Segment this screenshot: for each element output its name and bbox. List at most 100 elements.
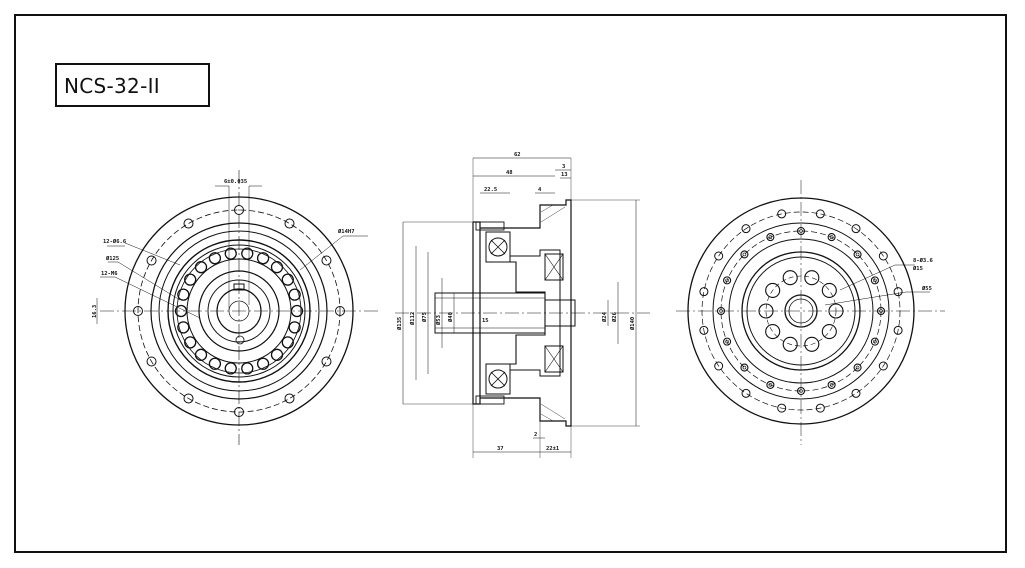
bolt-hole [796, 226, 806, 236]
roller [241, 247, 254, 260]
bolt-hole [133, 306, 143, 316]
bolt-core [829, 235, 834, 239]
center-hole [828, 303, 844, 319]
front-callout-a: 12-Ø6.6 [103, 238, 127, 245]
bolt-hole [853, 363, 862, 372]
bolt-hole [741, 224, 751, 234]
bolt-hole [699, 287, 709, 297]
bolt-hole [851, 388, 861, 398]
center-hole [758, 303, 774, 319]
roller [256, 252, 270, 265]
side-dia-outer: Ø135 [396, 317, 403, 331]
bolt-hole [321, 356, 332, 367]
back-view [676, 180, 945, 445]
back-callout-b: Ø15 [912, 265, 923, 272]
bolt-hole [740, 363, 749, 372]
bolt-hole [740, 250, 749, 259]
roller [174, 304, 188, 318]
bolt-hole [321, 255, 332, 266]
roller [281, 273, 294, 286]
side-len-48: 48 [506, 170, 513, 176]
back-callout-c: Ø55 [921, 285, 932, 292]
center-hole [821, 282, 837, 298]
roller [288, 321, 301, 334]
roller [256, 357, 270, 370]
bolt-core [799, 229, 803, 233]
model-title: NCS-32-II [64, 74, 161, 98]
bolt-hole [741, 388, 751, 398]
back-callout-a: 8-Ø3.6 [913, 257, 934, 264]
side-dia-53: Ø53 [435, 315, 442, 326]
side-dia-15: 15 [482, 318, 489, 324]
bolt-hole [183, 393, 194, 404]
side-len-37: 37 [497, 446, 504, 452]
title-box: NCS-32-II [55, 63, 210, 107]
bolt-hole [146, 255, 157, 266]
bolt-hole [714, 361, 724, 371]
side-len-13: 13 [561, 172, 568, 178]
roller [224, 247, 237, 260]
roller [184, 273, 197, 286]
side-len-2: 2 [534, 432, 537, 438]
drawing-frame [14, 14, 1007, 553]
roller [208, 357, 222, 370]
roller [177, 288, 190, 301]
bolt-hole [723, 276, 732, 285]
side-dia-40: Ø40 [447, 312, 454, 323]
bolt-core [799, 389, 803, 393]
side-dia-75: Ø75 [421, 312, 428, 323]
bolt-hole [699, 325, 709, 335]
back-view-labels: 8-Ø3.6 Ø15 Ø55 [912, 257, 934, 292]
bolt-core [742, 365, 747, 370]
bolt-core [873, 278, 877, 283]
roller [194, 348, 208, 361]
roller [184, 336, 197, 349]
bolt-hole [827, 233, 836, 242]
bolt-core [742, 252, 747, 257]
bolt-hole [766, 380, 775, 389]
bolt-hole [335, 306, 345, 316]
bolt-hole [284, 218, 295, 229]
center-hole [765, 324, 781, 340]
bolt-core [829, 383, 834, 387]
roller [177, 321, 190, 334]
center-hole [804, 270, 820, 286]
bolt-core [725, 278, 729, 283]
side-dia-112: Ø112 [409, 312, 416, 326]
bolt-hole [284, 393, 295, 404]
roller [270, 348, 284, 361]
bolt-hole [853, 250, 862, 259]
bolt-hole [893, 325, 903, 335]
bolt-hole [870, 276, 879, 285]
bolt-hole [777, 209, 787, 219]
roller [241, 362, 254, 375]
bolt-hole [827, 380, 836, 389]
front-callout-right: Ø14H7 [337, 228, 355, 235]
bolt-core [768, 383, 773, 387]
bolt-hole [815, 209, 825, 219]
side-len-3: 3 [562, 164, 565, 170]
bolt-hole [878, 361, 888, 371]
center-hole [782, 336, 798, 352]
roller [270, 261, 284, 274]
bolt-hole [146, 356, 157, 367]
bolt-hole [183, 218, 194, 229]
side-view [395, 157, 650, 458]
bolt-hole [893, 287, 903, 297]
center-hole [821, 324, 837, 340]
front-view-labels: 12-Ø6.6 Ø125 12-M6 6±0.035 Ø14H7 16.3 [92, 179, 355, 318]
bolt-hole [815, 403, 825, 413]
side-dia-24: Ø24 [601, 311, 608, 323]
bolt-hole [878, 251, 888, 261]
roller [288, 288, 301, 301]
bolt-core [768, 235, 773, 239]
bolt-core [879, 309, 883, 313]
front-callout-c: 12-M6 [101, 271, 118, 277]
roller [281, 336, 294, 349]
side-len-22-5: 22.5 [484, 187, 497, 193]
bolt-hole [876, 306, 886, 316]
bolt-hole [714, 251, 724, 261]
bolt-hole [870, 337, 879, 346]
center-hole [765, 282, 781, 298]
